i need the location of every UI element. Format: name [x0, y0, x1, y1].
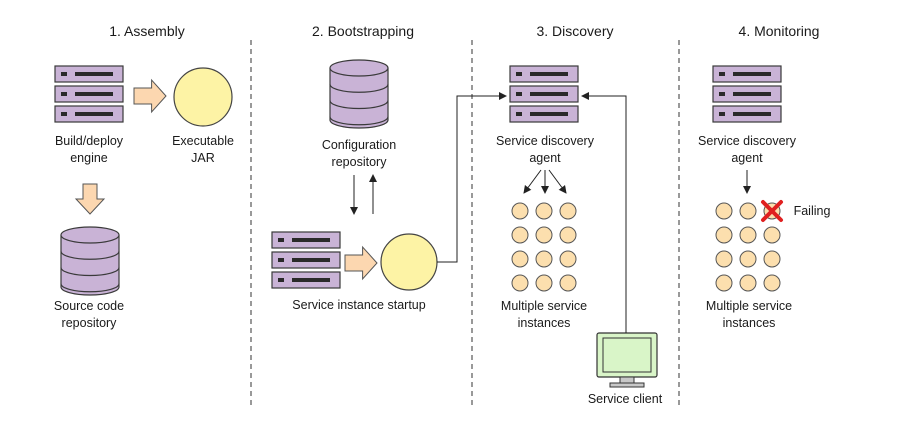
discovery-instance-grid	[511, 202, 577, 292]
server-led	[61, 92, 67, 96]
database-band	[329, 84, 389, 93]
fail-x-icon	[761, 200, 783, 222]
monitoring-agent-label: Service discovery agent	[698, 134, 796, 165]
register-arrow	[437, 92, 507, 263]
server-slot	[530, 72, 568, 76]
service-instance	[559, 250, 577, 268]
server-led	[719, 112, 725, 116]
stage-title-assembly: 1. Assembly	[109, 23, 185, 39]
monitoring-instance-grid	[715, 202, 781, 292]
service-instance	[715, 250, 733, 268]
monitoring-agent-server	[712, 65, 782, 123]
service-instance	[511, 250, 529, 268]
executable-jar-circle	[173, 67, 233, 127]
bootstrap-arrow-right	[344, 245, 378, 281]
discovery-instances-label: Multiple service instances	[500, 299, 588, 330]
monitor-stand	[609, 382, 645, 388]
server-led	[516, 92, 522, 96]
client-query-arrow	[581, 92, 627, 333]
service-instance	[763, 226, 781, 244]
stage-title-discovery: 3. Discovery	[536, 23, 614, 39]
stage-title-monitoring: 4. Monitoring	[738, 23, 820, 39]
server-slot	[733, 112, 771, 116]
service-instance	[739, 250, 757, 268]
service-instance	[535, 226, 553, 244]
service-instance-server	[271, 231, 341, 289]
server-led	[278, 238, 284, 242]
database-top	[329, 59, 389, 77]
config-repo-label: Configuration repository	[321, 138, 397, 169]
service-instance	[715, 202, 733, 220]
service-instance	[739, 202, 757, 220]
service-instance	[535, 250, 553, 268]
database-band	[329, 100, 389, 110]
jar-label: Executable JAR	[172, 134, 234, 165]
assembly-arrow-down	[74, 183, 106, 215]
service-instance	[559, 202, 577, 220]
server-slot	[292, 278, 330, 282]
source-repo-label: Source code repository	[53, 299, 125, 330]
server-led	[61, 72, 67, 76]
startup-circle	[380, 233, 438, 291]
database-body	[329, 68, 389, 129]
database-band	[60, 251, 120, 260]
server-led	[719, 92, 725, 96]
server-slot	[292, 238, 330, 242]
database-band	[60, 283, 120, 293]
service-instance	[511, 274, 529, 292]
agent-arrow-1	[523, 169, 542, 194]
discovery-agent-server	[509, 65, 579, 123]
server-slot	[733, 92, 771, 96]
server-slot	[75, 72, 113, 76]
service-instance	[511, 202, 529, 220]
stage-title-bootstrapping: 2. Bootstrapping	[312, 23, 414, 39]
database-top	[60, 226, 120, 244]
service-client-label: Service client	[587, 392, 663, 406]
service-instance	[739, 226, 757, 244]
failing-label: Failing	[793, 204, 831, 218]
service-instance	[535, 202, 553, 220]
server-slot	[75, 92, 113, 96]
server-slot	[292, 258, 330, 262]
server-led	[719, 72, 725, 76]
assembly-arrow-right	[133, 78, 167, 114]
server-slot	[530, 92, 568, 96]
service-instance	[511, 226, 529, 244]
startup-label: Service instance startup	[292, 298, 426, 312]
server-slot	[75, 112, 113, 116]
monitor-neck	[619, 376, 635, 384]
server-led	[278, 258, 284, 262]
configuration-repository-db	[329, 59, 389, 129]
server-led	[516, 112, 522, 116]
service-instance	[715, 274, 733, 292]
service-instance	[559, 226, 577, 244]
monitor-screen	[602, 337, 652, 373]
database-band	[60, 267, 120, 277]
monitoring-instances-label: Multiple service instances	[705, 299, 793, 330]
server-slot	[530, 112, 568, 116]
service-instance	[535, 274, 553, 292]
server-led	[278, 278, 284, 282]
database-body	[60, 235, 120, 296]
service-instance	[559, 274, 577, 292]
server-led	[61, 112, 67, 116]
agent-arrow-3	[548, 169, 567, 194]
source-code-repository-db	[60, 226, 120, 296]
build-engine-server	[54, 65, 124, 123]
database-band	[329, 116, 389, 126]
service-instance	[715, 226, 733, 244]
service-instance	[763, 250, 781, 268]
server-led	[516, 72, 522, 76]
build-engine-label: Build/deploy engine	[54, 134, 124, 165]
service-instance	[739, 274, 757, 292]
server-slot	[733, 72, 771, 76]
service-instance	[763, 274, 781, 292]
discovery-agent-label: Service discovery agent	[496, 134, 594, 165]
